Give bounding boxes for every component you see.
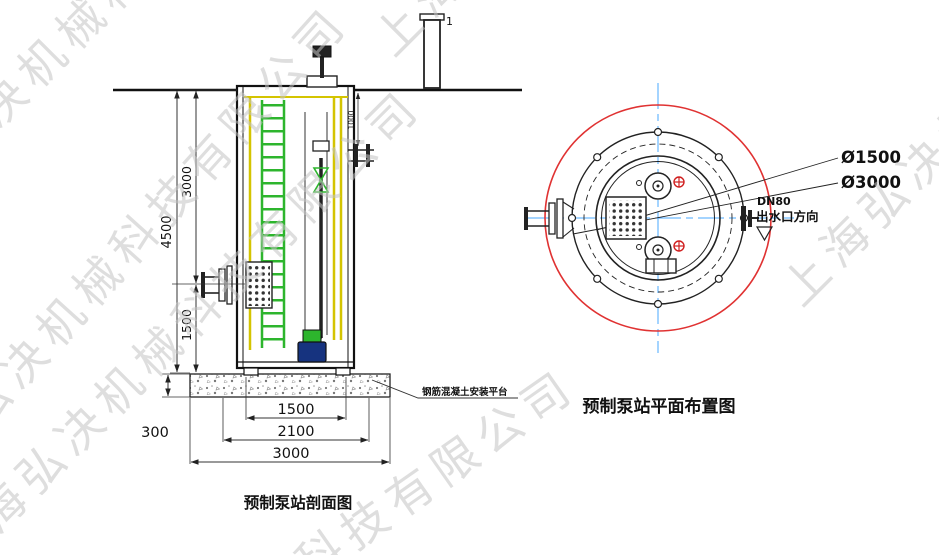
pump	[297, 329, 327, 363]
outlet-offset-dim: 1000	[347, 92, 361, 147]
perforated-plate	[248, 264, 270, 306]
outlet-direction-label: 出水口方向	[756, 209, 819, 224]
vent-cabinet: 1	[419, 13, 453, 89]
discharge-pipe	[312, 140, 374, 338]
section-caption: 预制泵站剖面图	[244, 493, 353, 512]
vent-cap	[312, 45, 332, 58]
tank-foot-right	[335, 367, 351, 376]
bolt-circle-dashed	[583, 143, 733, 293]
plan-ladder	[645, 258, 677, 274]
outlet-offset-label: 1000	[347, 110, 356, 129]
plan-grating	[605, 196, 647, 240]
pump-bottom	[636, 236, 685, 264]
platform-callout: 钢筋混凝土安装平台	[371, 379, 518, 399]
left-dimensions: 4500 3000 1500	[160, 89, 246, 374]
inlet-assembly	[201, 261, 273, 309]
plan-inlet	[524, 198, 575, 239]
outlet-flange-2	[366, 144, 370, 167]
dim-width-inner: 1500	[278, 402, 315, 418]
tank-wall-outer	[595, 155, 721, 281]
dim-width-mid: 2100	[278, 424, 315, 440]
valve-upper	[312, 167, 330, 182]
anchor-bolts	[567, 127, 749, 309]
plan-caption: 预制泵站平面布置图	[583, 396, 736, 417]
valve-lower	[312, 178, 330, 193]
pump-top	[636, 172, 685, 200]
dim-upper-height: 3000	[179, 166, 194, 198]
platform-callout-label: 钢筋混凝土安装平台	[422, 386, 508, 398]
platform-thickness-dim: 300	[141, 373, 190, 441]
tank-wall-inner	[601, 161, 715, 275]
concrete-platform	[189, 373, 391, 398]
direction-arrow-icon	[755, 226, 774, 242]
outlet-flange-1	[354, 144, 358, 167]
plan-view: DN80 出水口方向 Ø1500 Ø3000 预制泵站平面布置图	[524, 83, 901, 417]
plan-outlet: DN80 出水口方向	[741, 195, 819, 242]
inner-diameter-label: Ø1500	[841, 148, 901, 167]
dim-platform-thickness: 300	[141, 425, 169, 441]
tank-body	[235, 45, 356, 376]
tank-internals	[201, 96, 374, 363]
bottom-dimensions: 1500 2100 3000	[189, 377, 391, 465]
dim-lower-height: 1500	[179, 309, 194, 341]
outlet-size-label: DN80	[757, 195, 791, 208]
tank-foot-left	[243, 367, 259, 376]
section-view: 1	[113, 13, 522, 512]
vent-tag-label: 1	[446, 15, 453, 28]
outer-diameter-label: Ø3000	[841, 173, 901, 192]
outer-red-circle	[544, 104, 772, 332]
dim-width-outer: 3000	[273, 446, 310, 462]
dim-total-height: 4500	[160, 215, 175, 248]
